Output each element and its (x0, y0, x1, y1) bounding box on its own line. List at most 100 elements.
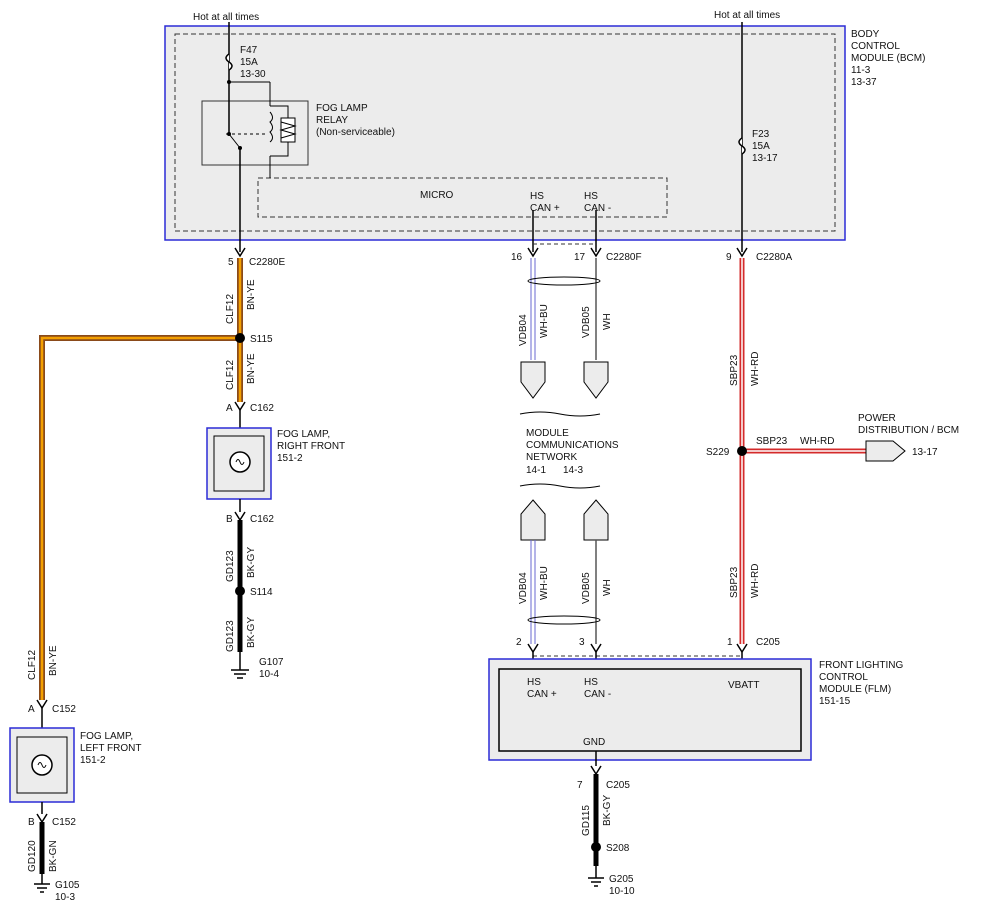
c205-top-label: C205 (756, 637, 780, 648)
labels: Hot at all times Hot at all times BODY C… (27, 10, 959, 903)
wire-sbp23-wh-rd (736, 258, 906, 676)
fog-lamp-relay (201, 100, 309, 166)
mcn-label-2: COMMUNICATIONS (526, 440, 619, 451)
wh-label-b: WH (602, 579, 613, 596)
flm-hs-plus-2: CAN + (527, 689, 557, 700)
gnd-label: GND (583, 737, 605, 748)
fog-lamp-right-front (206, 401, 272, 522)
c205-bot-label: C205 (606, 780, 630, 791)
flm-label-2: CONTROL (819, 672, 868, 683)
flm-hs-minus-2: CAN - (584, 689, 611, 700)
twisted-pair-upper-icon (527, 276, 601, 286)
connector-vdb05-lower-icon (583, 499, 609, 541)
s114-label: S114 (250, 587, 273, 598)
c2280e-label: C2280E (249, 257, 285, 268)
c152-top-label: C152 (52, 704, 76, 715)
bnye-label-c: BN-YE (48, 645, 59, 676)
flm-hs-plus-1: HS (527, 677, 541, 688)
bcm-label-4: 11-3 (851, 65, 871, 76)
vdb05-label-a: VDB05 (581, 306, 592, 338)
whbu-label-b: WH-BU (539, 566, 550, 600)
bcm-inner-dashed (174, 33, 836, 232)
vdb04-label-b: VDB04 (518, 572, 529, 604)
c162-bot-label: C162 (250, 514, 274, 525)
flm-label-4: 151-15 (819, 696, 851, 707)
f23-label-1: F23 (752, 129, 770, 140)
f47-label-2: 15A (240, 57, 258, 68)
flm-hs-minus-1: HS (584, 677, 598, 688)
sbp23-label-b: SBP23 (729, 566, 740, 598)
vdb04-label-a: VDB04 (518, 314, 529, 346)
bcm-label-2: CONTROL (851, 41, 900, 52)
can-wires-lower (519, 483, 742, 676)
micro-box (257, 177, 668, 218)
pin-a-c152: A (28, 704, 35, 715)
clf12-label-b: CLF12 (225, 360, 236, 390)
clf12-label-c: CLF12 (27, 650, 38, 680)
bcm-label-1: BODY (851, 29, 880, 40)
vdb05-label-b: VDB05 (581, 572, 592, 604)
hot-label-1: Hot at all times (193, 12, 259, 23)
f23-label-3: 13-17 (752, 153, 778, 164)
c152-bot-label: C152 (52, 817, 76, 828)
g205-label-1: G205 (609, 874, 634, 885)
wire-clf12-bn-ye (39, 258, 245, 700)
splice-s229 (737, 446, 747, 456)
pin-3: 3 (579, 637, 585, 648)
c2280f-label: C2280F (606, 252, 642, 263)
bcm-internal-wires (225, 22, 746, 252)
c2280a-label: C2280A (756, 252, 792, 263)
f23-label-2: 15A (752, 141, 770, 152)
fog-left-label-3: 151-2 (80, 755, 106, 766)
g107-label-1: G107 (259, 657, 284, 668)
relay-switch-icon (228, 133, 241, 149)
g107-label-2: 10-4 (259, 669, 279, 680)
f47-label-1: F47 (240, 45, 258, 56)
relay-label-2: RELAY (316, 115, 348, 126)
pin-2: 2 (516, 637, 522, 648)
pin-1: 1 (727, 637, 733, 648)
bcm-hs-minus-1: HS (584, 191, 598, 202)
fog-left-label-2: LEFT FRONT (80, 743, 141, 754)
splice-s115 (235, 333, 245, 343)
bcm-label-3: MODULE (BCM) (851, 53, 925, 64)
vbatt-label: VBATT (728, 680, 759, 691)
mcn-ref-2: 14-3 (563, 465, 583, 476)
flm-module[interactable] (488, 658, 812, 761)
bcm-hs-minus-2: CAN - (584, 203, 611, 214)
fog-left-label-1: FOG LAMP, (80, 731, 133, 742)
gd120-label: GD120 (27, 840, 38, 872)
power-dist-label-1: POWER (858, 413, 896, 424)
bkgy-label-b: BK-GY (246, 617, 257, 648)
power-dist-label-2: DISTRIBUTION / BCM (858, 425, 959, 436)
fog-right-label-2: RIGHT FRONT (277, 441, 345, 452)
flm-inner-box (498, 668, 802, 752)
pin-5: 5 (228, 257, 234, 268)
clf12-label-a: CLF12 (225, 294, 236, 324)
wh-label-a: WH (602, 313, 613, 330)
bnye-label-a: BN-YE (246, 279, 257, 310)
bkgn-label: BK-GN (48, 840, 59, 872)
pin-b-c162: B (226, 514, 233, 525)
s208-label: S208 (606, 843, 630, 854)
bcm-hs-plus-2: CAN + (530, 203, 560, 214)
can-wires-upper (519, 258, 609, 417)
bcm-label-5: 13-37 (851, 77, 877, 88)
g205-label-2: 10-10 (609, 886, 635, 897)
whbu-label-a: WH-BU (539, 304, 550, 338)
connector-power-dist-icon (865, 440, 906, 462)
bcm-connector-arrows (234, 243, 748, 258)
c162-top-label: C162 (250, 403, 274, 414)
mcn-label-3: NETWORK (526, 452, 577, 463)
pin-17: 17 (574, 252, 586, 263)
break-lower-icon (519, 483, 601, 489)
wire-gd115-bk-gy (588, 751, 604, 887)
bkgy-label-a: BK-GY (246, 547, 257, 578)
f47-label-3: 13-30 (240, 69, 266, 80)
splice-s114 (235, 586, 245, 596)
relay-coil-icon (280, 117, 296, 143)
ground-g107-icon (231, 669, 249, 679)
bkgy-label-c: BK-GY (602, 795, 613, 826)
fuse-f23-icon (738, 137, 746, 155)
